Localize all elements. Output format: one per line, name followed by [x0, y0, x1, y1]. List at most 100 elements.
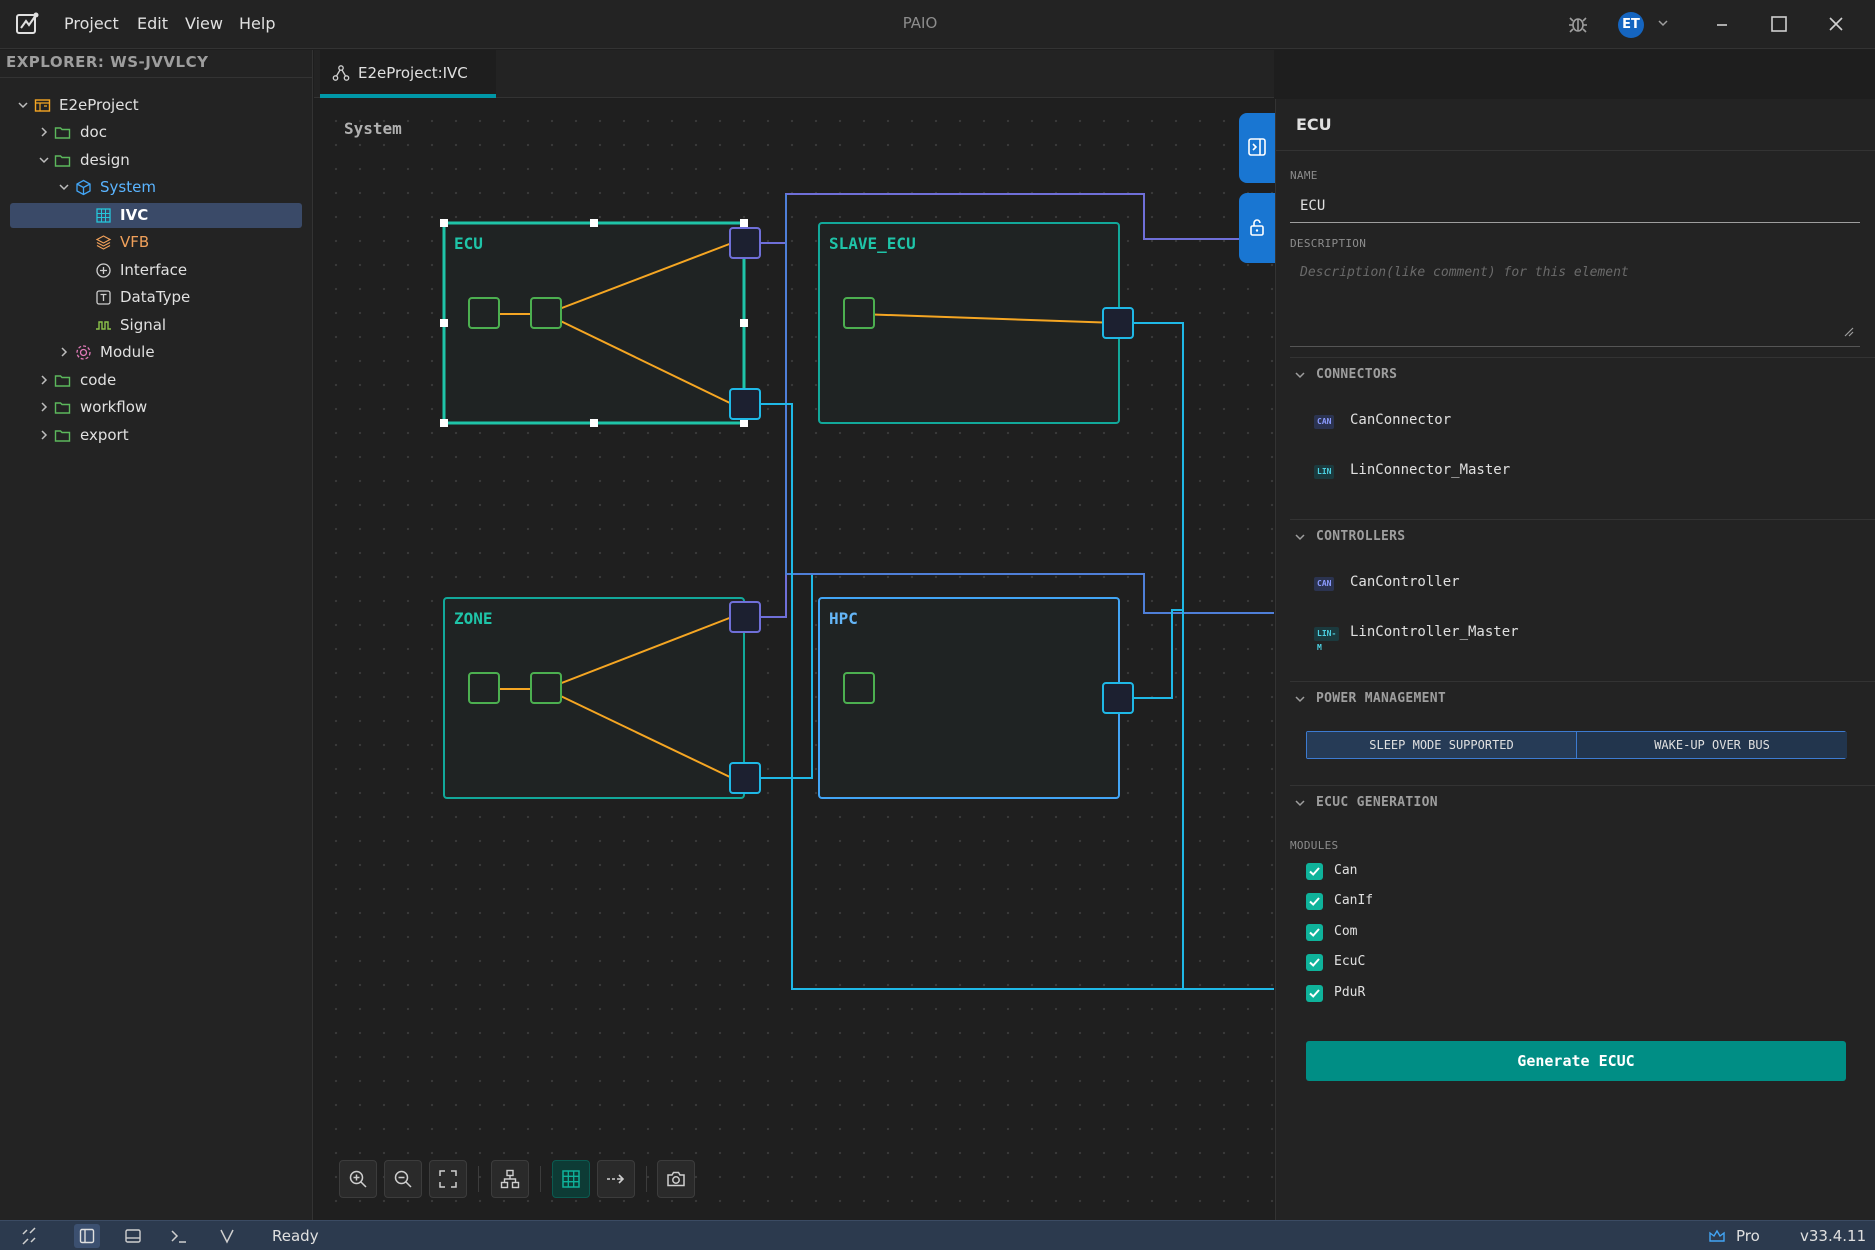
toggle-panel-button[interactable]	[1239, 113, 1275, 183]
chevron-right-icon[interactable]	[37, 125, 51, 139]
camera-icon	[667, 1171, 685, 1187]
section-power-header[interactable]: POWER MANAGEMENT	[1290, 689, 1875, 711]
status-text: Ready	[272, 1227, 319, 1245]
minimize-icon[interactable]	[1710, 12, 1734, 36]
menu-view[interactable]: View	[185, 14, 223, 33]
menu-project[interactable]: Project	[64, 14, 119, 33]
checkbox[interactable]	[1306, 924, 1323, 941]
chevron-down-icon	[1295, 800, 1305, 807]
folder-icon	[54, 402, 71, 414]
zoom-in-button[interactable]	[339, 1160, 377, 1198]
module-label: CanIf	[1334, 893, 1374, 908]
tree-item-ivc[interactable]: IVC	[10, 203, 302, 228]
diagram-canvas[interactable]: System ECU SLAVE_ECU ZONE HPC	[314, 99, 1274, 1220]
wire[interactable]	[745, 193, 1274, 244]
grid-toggle-button[interactable]	[552, 1160, 590, 1198]
layout-sidebar-button[interactable]	[74, 1224, 100, 1248]
module-icon	[76, 345, 91, 360]
explorer-title: EXPLORER: WS-JVVLCY	[6, 53, 209, 71]
wire[interactable]	[1118, 322, 1184, 989]
internal-wire[interactable]	[858, 313, 1119, 324]
generate-ecuc-button[interactable]: Generate ECUC	[1306, 1041, 1846, 1081]
explorer-panel: EXPLORER: WS-JVVLCY E2eProject doc desig…	[0, 50, 313, 1220]
zoom-out-button[interactable]	[384, 1160, 422, 1198]
lock-button[interactable]	[1239, 193, 1275, 263]
checkbox[interactable]	[1306, 954, 1323, 971]
resize-handle-icon[interactable]	[1842, 325, 1854, 337]
checkbox[interactable]	[1306, 863, 1323, 880]
node-zone-label: ZONE	[454, 609, 493, 628]
tree-item-code[interactable]: code	[10, 368, 302, 393]
wire[interactable]	[745, 403, 1274, 990]
system-diagram[interactable]: ECU SLAVE_ECU ZONE HPC	[314, 99, 1274, 1220]
app-logo-icon[interactable]	[14, 10, 42, 38]
terminal-icon[interactable]	[170, 1227, 188, 1245]
close-icon[interactable]	[1824, 12, 1848, 36]
zoom-in-icon	[349, 1170, 367, 1188]
tree-item-interface[interactable]: Interface	[10, 258, 302, 283]
tree-item-signal[interactable]: Signal	[10, 313, 302, 338]
unlock-icon	[1250, 219, 1264, 236]
tree-item-label: DataType	[120, 288, 191, 306]
chevron-right-icon[interactable]	[37, 373, 51, 387]
tree-item-module[interactable]: Module	[10, 340, 302, 365]
user-avatar[interactable]: ET	[1618, 12, 1644, 38]
chevron-down-icon[interactable]	[16, 98, 30, 112]
tree-item-export[interactable]: export	[10, 423, 302, 448]
chevron-down-icon	[1295, 534, 1305, 541]
fit-view-button[interactable]	[429, 1160, 467, 1198]
chevron-right-icon[interactable]	[57, 345, 71, 359]
tree-item-label: System	[100, 178, 156, 196]
tree-item-label: IVC	[120, 206, 149, 224]
tree-item-system[interactable]: System	[10, 175, 302, 200]
tree-item-e2eproject[interactable]: E2eProject	[10, 93, 302, 118]
version-control-icon[interactable]	[218, 1227, 236, 1245]
panel-icon[interactable]	[124, 1227, 142, 1245]
checkbox[interactable]	[1306, 893, 1323, 910]
chevron-down-icon[interactable]	[1656, 16, 1670, 30]
chevron-down-icon[interactable]	[57, 180, 71, 194]
remote-icon[interactable]	[20, 1227, 38, 1245]
plan-badge[interactable]: Pro	[1736, 1227, 1760, 1245]
tree-item-label: E2eProject	[59, 96, 139, 114]
connector-label: CanConnector	[1350, 412, 1452, 428]
title-bar: Project Edit View Help PAIO ET	[0, 0, 1875, 49]
tree-item-workflow[interactable]: workflow	[10, 395, 302, 420]
checkbox[interactable]	[1306, 985, 1323, 1002]
chevron-right-icon[interactable]	[37, 400, 51, 414]
bug-icon[interactable]	[1567, 13, 1589, 35]
component-ports[interactable]	[468, 297, 875, 704]
tab-e2eproject-ivc[interactable]: E2eProject:IVC	[320, 50, 496, 98]
section-divider	[1290, 785, 1875, 786]
menu-help[interactable]: Help	[239, 14, 276, 33]
selection-handles[interactable]	[440, 219, 748, 427]
lin-badge-icon: LIN	[1314, 465, 1335, 479]
check-icon	[1309, 897, 1320, 906]
chevron-down-icon[interactable]	[37, 153, 51, 167]
description-input[interactable]	[1290, 257, 1860, 347]
tree-item-vfb[interactable]: VFB	[10, 230, 302, 255]
cube-icon	[76, 179, 91, 196]
tree-item-datatype[interactable]: DataType	[10, 285, 302, 310]
maximize-icon[interactable]	[1767, 12, 1791, 36]
connector-mode-button[interactable]	[597, 1160, 635, 1198]
wake-up-toggle[interactable]: WAKE-UP OVER BUS	[1577, 732, 1847, 758]
screenshot-button[interactable]	[657, 1160, 695, 1198]
project-icon	[34, 99, 51, 112]
tree-item-design[interactable]: design	[10, 148, 302, 173]
sleep-mode-toggle[interactable]: SLEEP MODE SUPPORTED	[1307, 732, 1577, 758]
section-ecuc-header[interactable]: ECUC GENERATION	[1290, 793, 1875, 815]
chevron-right-icon[interactable]	[37, 428, 51, 442]
menu-edit[interactable]: Edit	[137, 14, 168, 33]
wire[interactable]	[1118, 609, 1183, 699]
name-input[interactable]	[1290, 189, 1860, 223]
connector-ports[interactable]	[729, 227, 1134, 794]
section-connectors-header[interactable]: CONNECTORS	[1290, 365, 1875, 387]
wire[interactable]	[785, 194, 1274, 614]
check-icon	[1309, 958, 1320, 967]
tree-item-doc[interactable]: doc	[10, 120, 302, 145]
section-controllers-header[interactable]: CONTROLLERS	[1290, 527, 1875, 549]
wire[interactable]	[745, 575, 813, 779]
folder-icon	[54, 375, 71, 387]
auto-layout-button[interactable]	[491, 1160, 529, 1198]
